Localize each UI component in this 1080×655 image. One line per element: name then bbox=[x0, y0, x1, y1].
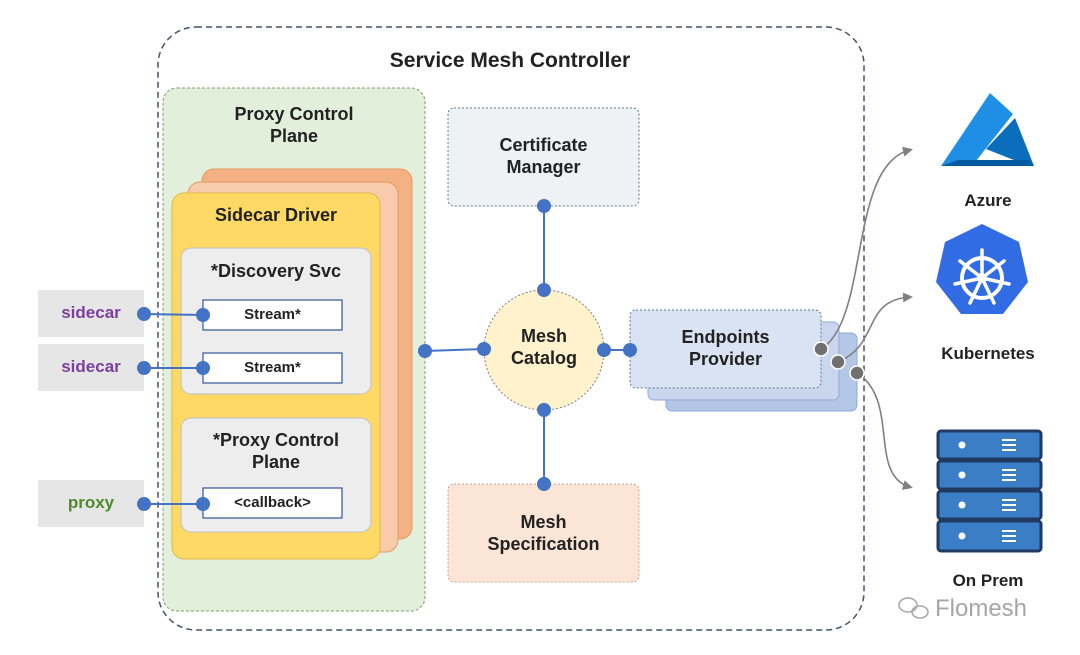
mesh-catalog-label: Mesh Catalog bbox=[510, 326, 577, 368]
mesh-specification-label: Mesh Specification bbox=[487, 512, 600, 554]
on-prem-label: On Prem bbox=[952, 570, 1024, 590]
service-mesh-controller-boundary bbox=[157, 26, 865, 631]
sidecar-client-label-2: sidecar bbox=[61, 357, 121, 377]
watermark-text: Flomesh bbox=[935, 595, 1028, 623]
provider-arrows bbox=[820, 146, 913, 490]
proxy-client-label: proxy bbox=[67, 493, 115, 513]
proxy-client-box bbox=[38, 480, 144, 527]
stream-label-2: Stream* bbox=[244, 358, 301, 376]
sidecar-driver-label: Sidecar Driver bbox=[214, 205, 338, 226]
sidecar-client-box-1 bbox=[38, 290, 144, 337]
kubernetes-icon bbox=[936, 224, 1028, 314]
provider-connector-dots bbox=[813, 341, 865, 381]
azure-label: Azure bbox=[964, 190, 1012, 210]
endpoints-provider-label: Endpoints Provider bbox=[681, 327, 770, 369]
certificate-manager-label: Certificate Manager bbox=[499, 135, 588, 177]
connector-lines bbox=[143, 206, 630, 505]
discovery-svc-label: *Discovery Svc bbox=[210, 261, 342, 282]
kubernetes-label: Kubernetes bbox=[941, 343, 1035, 363]
azure-icon bbox=[941, 93, 1034, 166]
server-rack-icon bbox=[936, 429, 1043, 553]
sidecar-client-label-1: sidecar bbox=[61, 303, 121, 323]
stream-label-1: Stream* bbox=[244, 305, 301, 323]
callback-label: <callback> bbox=[234, 493, 311, 511]
wechat-icon bbox=[898, 597, 929, 619]
proxy-control-plane-inner-label: *Proxy Control Plane bbox=[212, 430, 340, 472]
proxy-control-plane-label: Proxy Control Plane bbox=[234, 104, 354, 146]
diagram-title: Service Mesh Controller bbox=[389, 49, 631, 73]
sidecar-client-box-2 bbox=[38, 344, 144, 391]
stream-box-1[interactable] bbox=[202, 299, 343, 331]
connector-dots bbox=[137, 199, 637, 511]
